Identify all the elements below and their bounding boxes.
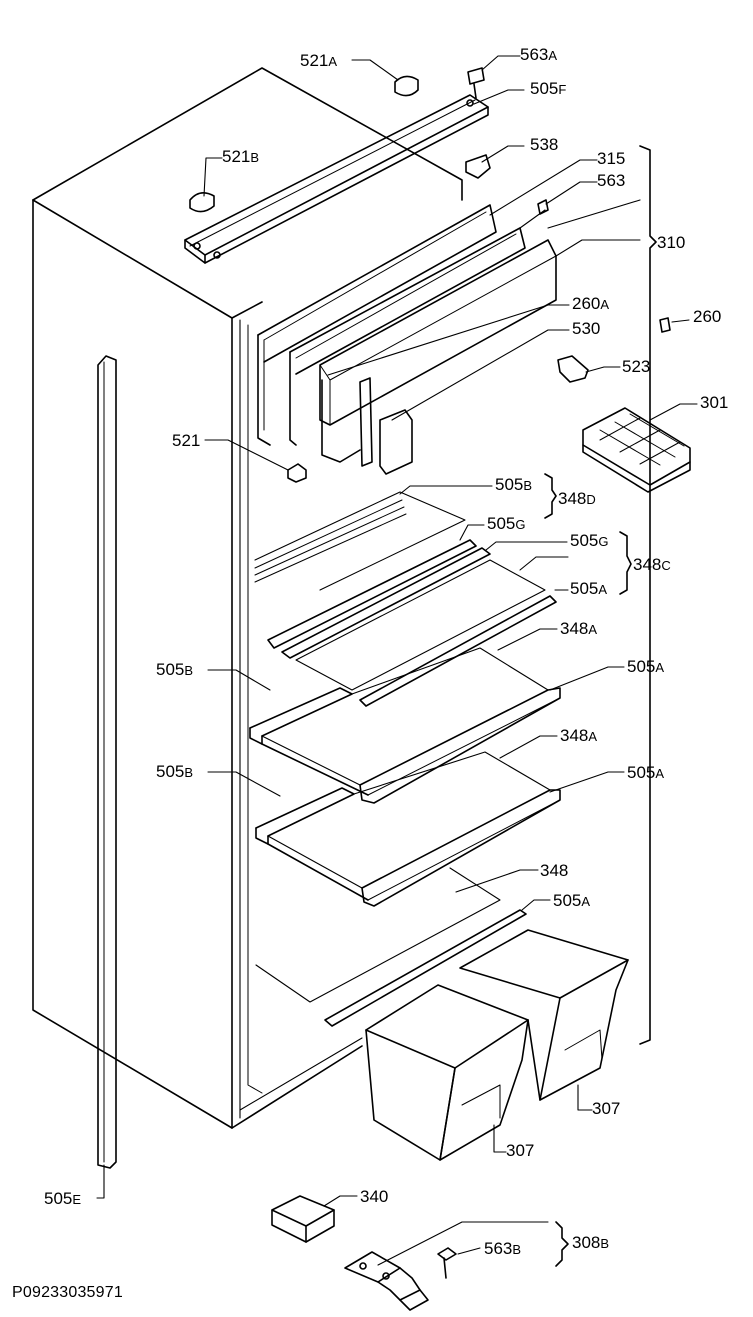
label-505f: 505F (530, 79, 566, 98)
label-505a-1: 505A (570, 579, 607, 598)
label-505g-2: 505G (570, 531, 609, 550)
shelf-348c (281, 547, 557, 707)
label-340: 340 (360, 1187, 388, 1206)
label-260a: 260A (572, 294, 609, 313)
label-538: 538 (530, 135, 558, 154)
label-505b-top: 505B (495, 475, 532, 494)
part-labels: 521A 563A 505F 521B 538 315 563 310 260A… (44, 45, 728, 1258)
label-308b: 308B (572, 1233, 609, 1252)
document-id: P09233035971 (12, 1284, 123, 1301)
label-530: 530 (572, 319, 600, 338)
label-260: 260 (693, 307, 721, 326)
label-505g-1: 505G (487, 514, 526, 533)
label-505b-2: 505B (156, 762, 193, 781)
label-563: 563 (597, 171, 625, 190)
screw-563a (467, 67, 485, 99)
label-301: 301 (700, 393, 728, 412)
label-521b: 521B (222, 147, 259, 166)
label-348: 348 (540, 861, 568, 880)
block-340 (271, 1195, 335, 1243)
shelf-348a-1 (249, 647, 561, 804)
label-307-2: 307 (506, 1141, 534, 1160)
shelf-348d (254, 491, 477, 649)
label-521a: 521A (300, 51, 337, 70)
freezer-door-310 (257, 204, 557, 475)
shelf-348 (255, 867, 527, 1027)
label-521: 521 (172, 431, 200, 450)
label-505a-3: 505A (627, 763, 664, 782)
label-505b-1: 505B (156, 660, 193, 679)
label-348d: 348D (558, 489, 596, 508)
cap-521a (394, 75, 419, 97)
label-307-1: 307 (592, 1099, 620, 1118)
label-348a-1: 348A (560, 619, 597, 638)
label-505a-4: 505A (553, 891, 590, 910)
label-505a-2: 505A (627, 657, 664, 676)
label-348c: 348C (633, 555, 671, 574)
leader-lines (96, 55, 698, 1266)
bottom-hinge-308b (344, 1251, 429, 1311)
hinge-plate-505f (184, 94, 489, 264)
part-538 (465, 154, 491, 179)
bracket-308b (555, 1221, 569, 1267)
bracket-310 (639, 145, 657, 1045)
label-505e: 505E (44, 1189, 81, 1208)
cap-521b (189, 192, 215, 213)
lamp-523 (557, 355, 589, 383)
crisper-drawer-307-right (459, 929, 629, 1101)
label-563a: 563A (520, 45, 557, 64)
bracket-348d (544, 473, 557, 519)
label-563b: 563B (484, 1239, 521, 1258)
label-315: 315 (597, 149, 625, 168)
label-310: 310 (657, 233, 685, 252)
screw-563 (537, 199, 549, 215)
door-seal-strip-505e (97, 355, 117, 1169)
clip-260 (659, 317, 671, 333)
cap-521 (287, 463, 307, 483)
label-523: 523 (622, 357, 650, 376)
crisper-drawer-307-left (365, 984, 529, 1161)
label-348a-2: 348A (560, 726, 597, 745)
cabinet-body (32, 67, 463, 1129)
screw-563b (437, 1247, 457, 1279)
ice-tray-301 (582, 407, 691, 493)
shelf-348a-2 (255, 751, 561, 907)
bracket-348c (619, 531, 632, 595)
